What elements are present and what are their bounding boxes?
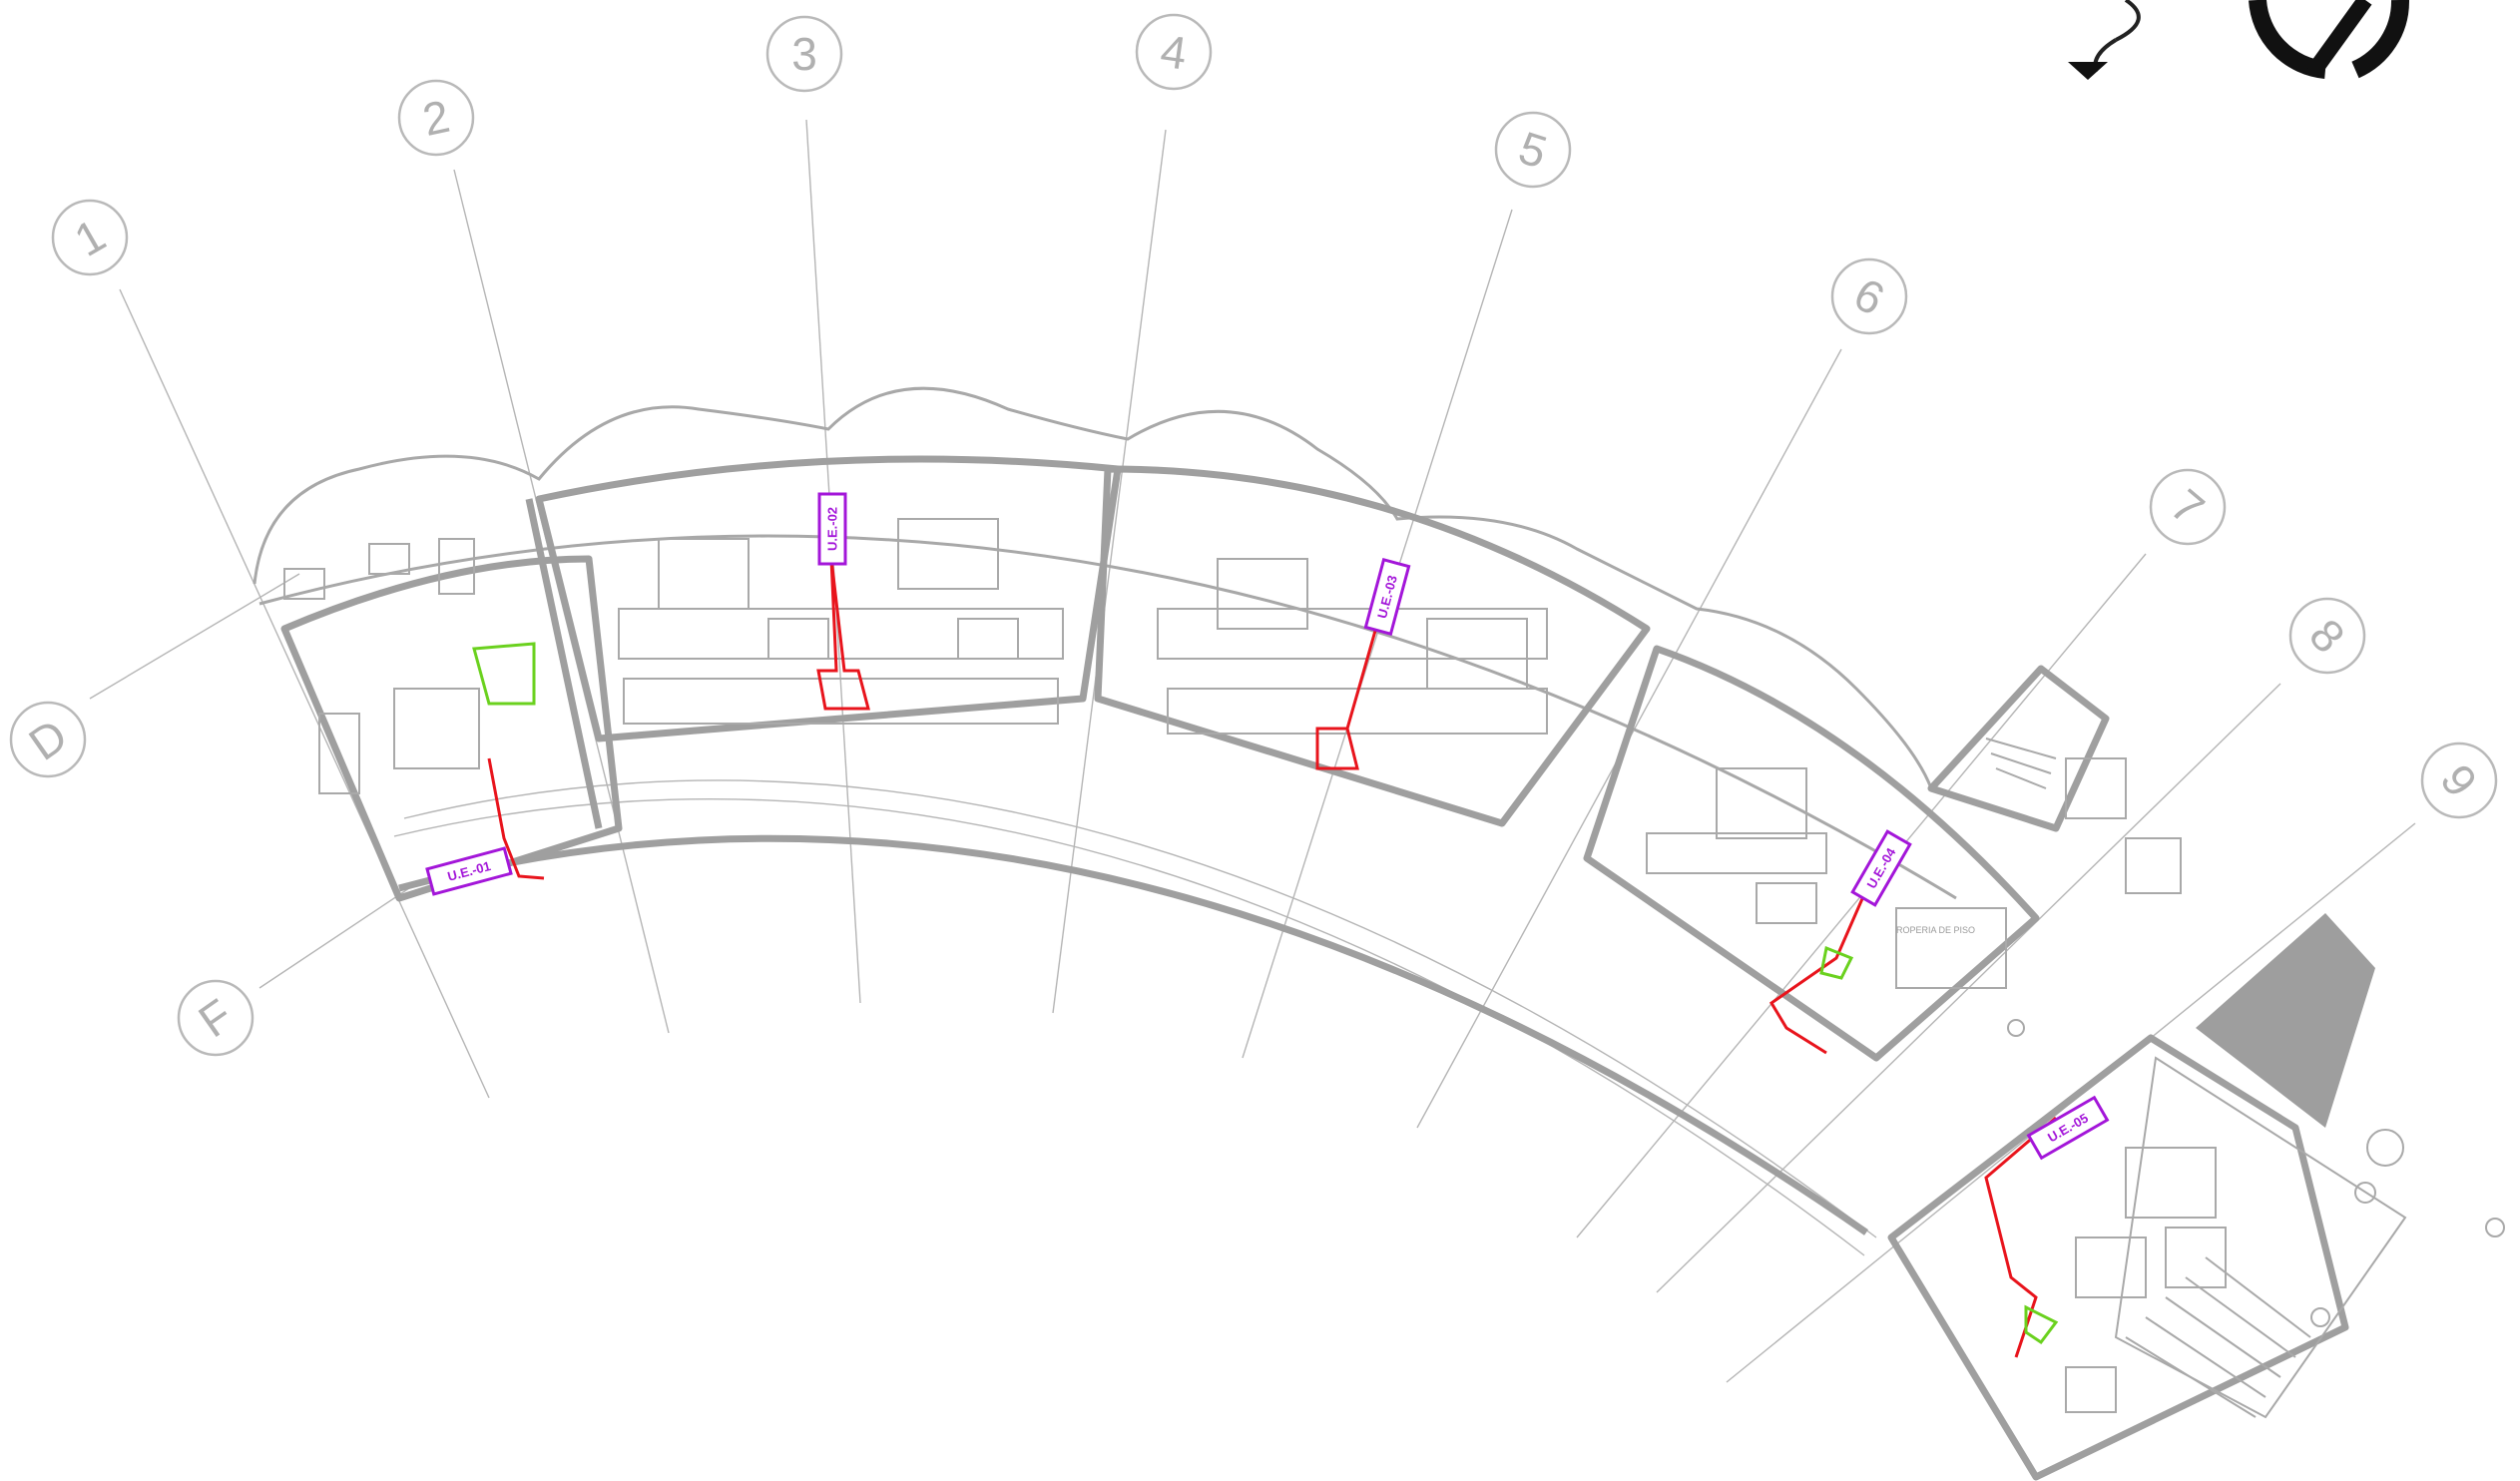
grid-bubble-3: 3 [765,15,843,93]
grid-bubble-D: D [9,701,87,778]
unit-tag-ue-02: U.E.-02 [817,492,847,566]
unit-02 [535,455,1122,742]
terrace [2114,913,2505,1419]
unit-tag-ue-03: U.E.-03 [1363,557,1411,637]
unit-tag-ue-02-label: U.E.-02 [825,507,840,551]
outer-scallop-edge [252,386,1933,789]
grid-bubble-1: 1 [51,199,129,276]
room-label-roperia: ROPERIA DE PISO [1896,925,1975,935]
section-direction-icon [2068,0,2141,80]
north-arrow-icon [2249,0,2409,79]
unit-tag-ue-04: U.E.-04 [1850,829,1912,907]
stair-core [1927,665,2182,1037]
grid-bubble-2: 2 [397,79,475,157]
grid-label-3: 3 [791,28,817,80]
unit-tag-ue-01: U.E.-01 [425,846,513,896]
grid-bubble-F: F [177,979,254,1057]
exterior-wall-corridor [398,834,1868,1235]
grid-bubble-8: 8 [2288,597,2366,675]
exterior-wall-outer [258,534,1957,900]
unit-05 [1887,1034,2349,1481]
grid-bubble-4: 4 [1135,13,1213,91]
grid-lines [89,119,2416,1383]
unit-04: ROPERIA DE PISO [1583,645,2040,1062]
grid-bubble-9: 9 [2420,741,2498,819]
grid-bubble-5: 5 [1494,111,1572,189]
unit-03 [1094,465,1651,827]
grid-bubble-7: 7 [2149,468,2227,546]
unit-tag-ue-05: U.E.-05 [2026,1095,2110,1161]
unit-01 [280,498,623,902]
grid-bubble-6: 6 [1830,257,1908,335]
